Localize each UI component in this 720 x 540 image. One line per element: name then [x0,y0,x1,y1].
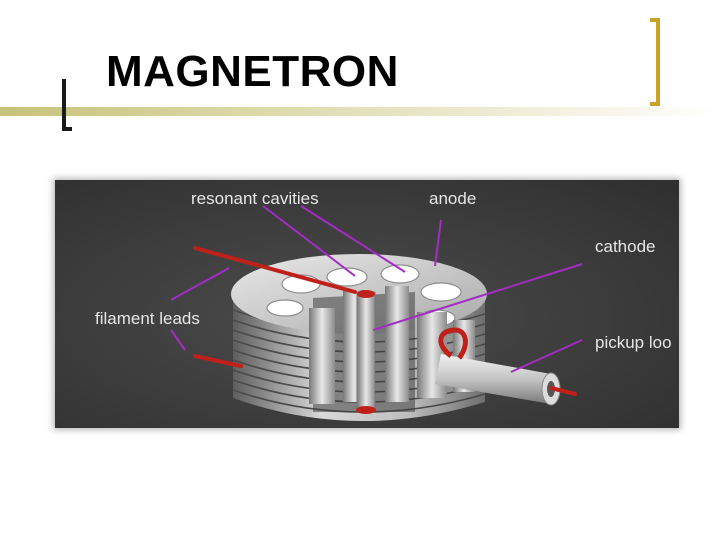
label-resonant-cavities: resonant cavities [191,189,319,208]
leader-anode [434,219,442,267]
leader-filament-upper [170,267,230,301]
label-cathode: cathode [595,237,656,256]
leader-lines [170,205,583,373]
leader-resonant-cavities-2 [300,205,406,273]
slide-title: MAGNETRON [106,47,399,96]
title-underline [0,107,720,116]
leader-cathode [372,263,583,331]
output-antenna-tube [435,327,577,406]
label-anode: anode [429,189,476,208]
left-corner-bracket [62,79,72,131]
magnetron-illustration: resonant cavities anode cathode filament… [95,189,672,422]
pickup-loop-wire [438,327,468,360]
right-corner-bracket [650,18,660,106]
cathode [356,290,376,414]
leader-filament-lower [170,329,186,351]
leader-resonant-cavities-1 [262,205,356,277]
magnetron-diagram: resonant cavities anode cathode filament… [55,180,679,428]
filament-leads [193,246,357,368]
label-pickup-loop: pickup loo [595,333,672,352]
leader-pickup-loop [510,339,583,373]
label-filament-leads: filament leads [95,309,200,328]
